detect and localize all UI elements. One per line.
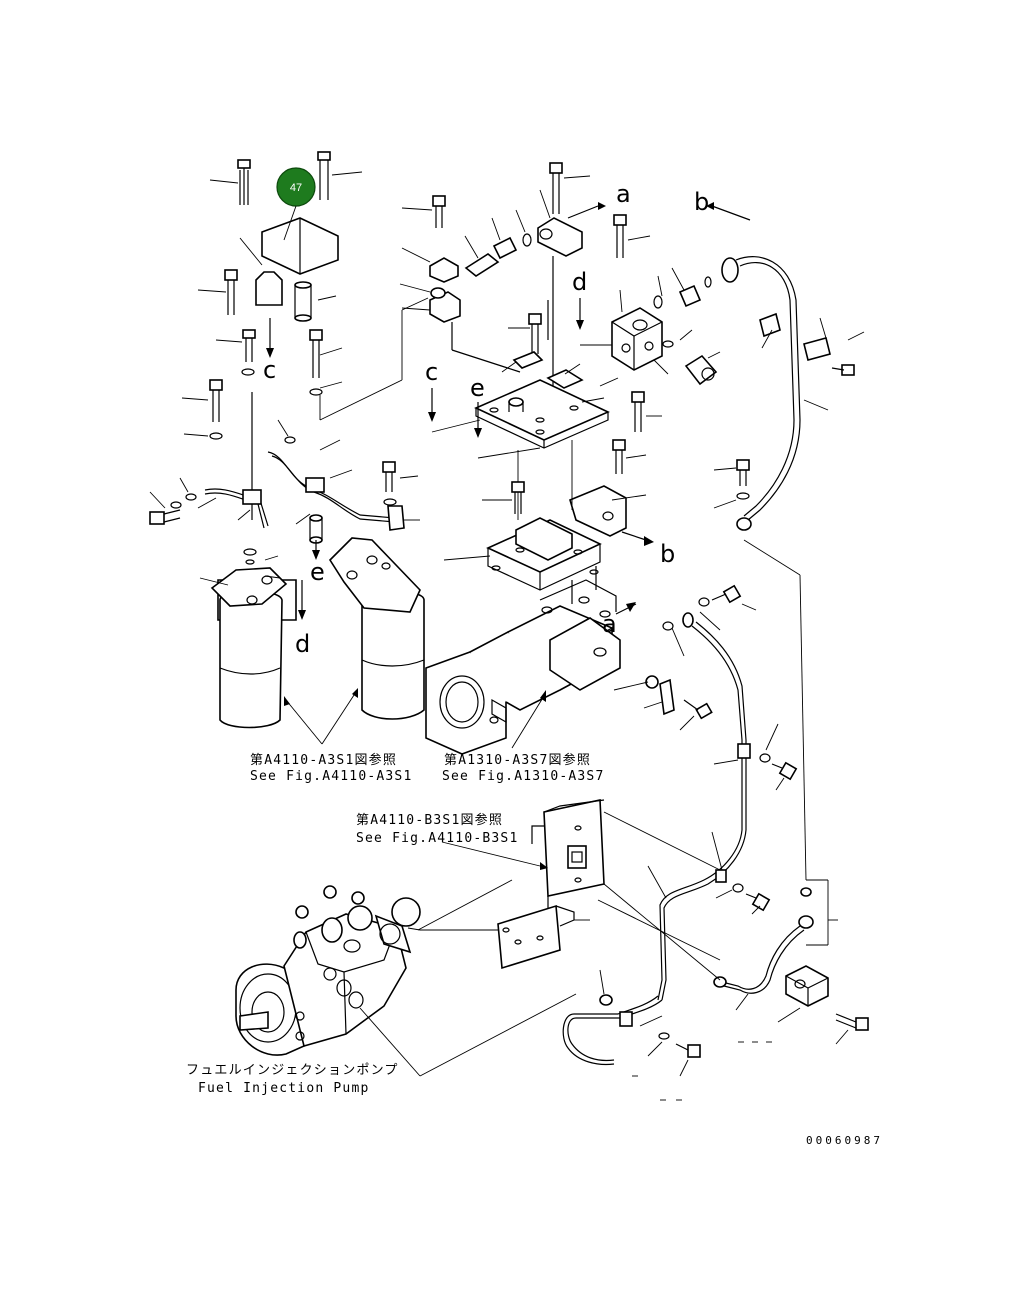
fuel-injection-pump bbox=[235, 885, 577, 1077]
fuel-line-b: b bbox=[694, 188, 865, 881]
connector-block bbox=[611, 267, 721, 386]
bolt bbox=[511, 481, 525, 514]
bolt bbox=[745, 892, 771, 912]
pump-fittings bbox=[293, 885, 421, 1041]
fuel-filter-left bbox=[199, 548, 297, 729]
spacer bbox=[294, 281, 312, 322]
clip bbox=[429, 257, 459, 283]
bolt bbox=[382, 461, 396, 492]
mounting-plate-upper bbox=[474, 313, 619, 449]
intake-housing: a bbox=[425, 566, 637, 755]
reference-arrow-d-right: d bbox=[572, 268, 612, 346]
letter-e-center: e bbox=[470, 374, 485, 402]
banjo-fitting bbox=[242, 489, 262, 505]
letter-b-top: b bbox=[694, 188, 709, 216]
bolt bbox=[309, 329, 323, 378]
bolt bbox=[835, 1013, 869, 1031]
reference-arrow-c-left: c bbox=[263, 318, 276, 384]
callout-47[interactable]: 47 bbox=[276, 167, 316, 241]
washer bbox=[309, 388, 323, 396]
letter-a: a bbox=[616, 180, 631, 208]
letter-b: b bbox=[660, 540, 675, 568]
fuel-line-to-pump bbox=[562, 969, 772, 1101]
letter-d: d bbox=[295, 630, 310, 658]
reference-leaders bbox=[284, 688, 548, 870]
bolt bbox=[831, 364, 855, 376]
reference-bracket-jp: 第A4110-B3S1図参照 bbox=[356, 812, 503, 828]
fuel-lines-left bbox=[149, 297, 429, 544]
fuel-filter-right bbox=[328, 537, 425, 720]
reference-housing-jp: 第A1310-A3S7図参照 bbox=[444, 752, 591, 768]
fitting bbox=[678, 276, 712, 308]
sensor bbox=[684, 354, 718, 386]
lower-right-junction bbox=[713, 879, 869, 1045]
bolt bbox=[549, 162, 563, 214]
mounting-plate-lower bbox=[443, 481, 602, 591]
bolt bbox=[237, 159, 251, 205]
bolt bbox=[209, 379, 223, 422]
letter-e: e bbox=[310, 558, 325, 586]
washer bbox=[241, 368, 255, 376]
letter-c: c bbox=[263, 356, 276, 384]
banjo-fitting bbox=[305, 477, 325, 493]
bolt bbox=[711, 584, 742, 604]
bolt bbox=[317, 151, 331, 200]
bolt bbox=[736, 459, 750, 486]
callout-number: 47 bbox=[290, 182, 302, 194]
washer bbox=[284, 436, 296, 444]
reference-arrow-e-left: e bbox=[310, 540, 325, 586]
reference-arrow-c-center: c bbox=[425, 358, 481, 433]
bracket-assembly-top-left bbox=[197, 151, 363, 396]
reference-arrow-e-center: e bbox=[470, 374, 541, 459]
connector bbox=[387, 505, 405, 531]
letter-a-lower: a bbox=[602, 610, 617, 638]
bolt bbox=[631, 391, 645, 432]
drawing-number: 00060987 bbox=[806, 1134, 883, 1147]
reference-bracket-en: See Fig.A4110-B3S1 bbox=[356, 831, 518, 846]
bracket-b: b bbox=[569, 391, 675, 568]
letter-d-right: d bbox=[572, 268, 587, 296]
bolt bbox=[242, 329, 256, 362]
pump-bracket bbox=[417, 799, 721, 981]
central-upper-parts bbox=[399, 195, 532, 373]
bolt bbox=[432, 195, 446, 228]
letter-c-center: c bbox=[425, 358, 438, 386]
pump-label-jp: フュエルインジェクションポンプ bbox=[186, 1063, 399, 1078]
washer bbox=[209, 432, 223, 440]
fitting bbox=[464, 233, 532, 277]
bolt bbox=[528, 313, 542, 354]
bolt bbox=[675, 1043, 701, 1058]
fuel-line-lower-right bbox=[657, 584, 798, 1001]
clip bbox=[429, 291, 461, 323]
eye-bolt bbox=[149, 509, 181, 525]
reference-filter-jp: 第A4110-A3S1図参照 bbox=[250, 752, 397, 768]
bolt bbox=[771, 761, 798, 781]
reference-arrow-d-left: d bbox=[295, 580, 310, 658]
small-fittings-mid-right bbox=[613, 675, 713, 731]
pump-label-en: Fuel Injection Pump bbox=[198, 1081, 370, 1096]
bolt bbox=[613, 214, 651, 258]
bolt bbox=[224, 269, 238, 315]
reference-filter-en: See Fig.A4110-A3S1 bbox=[250, 769, 412, 784]
reference-housing-en: See Fig.A1310-A3S7 bbox=[442, 769, 604, 784]
bolt bbox=[612, 439, 626, 474]
bolt bbox=[683, 699, 713, 720]
clamp bbox=[255, 271, 283, 306]
washer bbox=[185, 493, 197, 501]
washer bbox=[170, 501, 182, 509]
